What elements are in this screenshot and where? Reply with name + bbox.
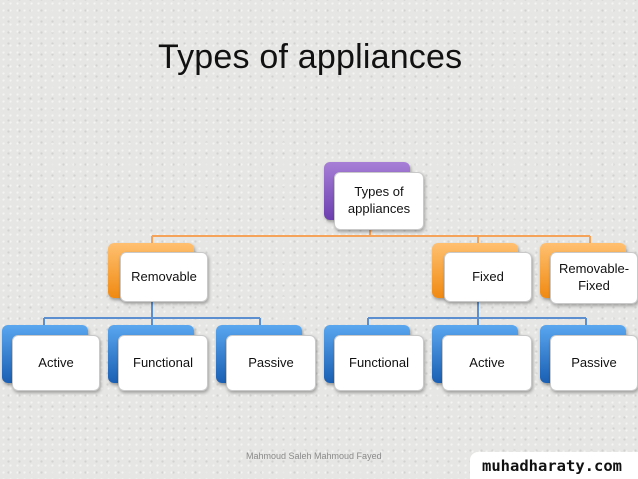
node-passive-fixed-label: Passive bbox=[550, 335, 638, 391]
node-active-fixed: Active bbox=[432, 325, 532, 391]
node-functional-removable: Functional bbox=[108, 325, 208, 391]
node-passive-removable: Passive bbox=[216, 325, 316, 391]
node-active-removable: Active bbox=[2, 325, 100, 391]
node-removable: Removable bbox=[108, 243, 208, 303]
node-removable-fixed-label: Removable- Fixed bbox=[550, 252, 638, 304]
node-root-label: Types of appliances bbox=[334, 172, 424, 230]
node-functional-fixed: Functional bbox=[324, 325, 424, 391]
node-active-removable-label: Active bbox=[12, 335, 100, 391]
node-functional-removable-label: Functional bbox=[118, 335, 208, 391]
node-passive-fixed: Passive bbox=[540, 325, 638, 391]
node-removable-label: Removable bbox=[120, 252, 208, 302]
node-passive-removable-label: Passive bbox=[226, 335, 316, 391]
node-root: Types of appliances bbox=[324, 162, 424, 230]
node-active-fixed-label: Active bbox=[442, 335, 532, 391]
author-footer: Mahmoud Saleh Mahmoud Fayed bbox=[246, 451, 382, 461]
slide-title: Types of appliances bbox=[158, 38, 463, 76]
node-removable-fixed: Removable- Fixed bbox=[540, 243, 638, 305]
node-fixed: Fixed bbox=[432, 243, 532, 303]
node-functional-fixed-label: Functional bbox=[334, 335, 424, 391]
node-fixed-label: Fixed bbox=[444, 252, 532, 302]
watermark-logo: muhadharaty.com bbox=[470, 452, 638, 479]
